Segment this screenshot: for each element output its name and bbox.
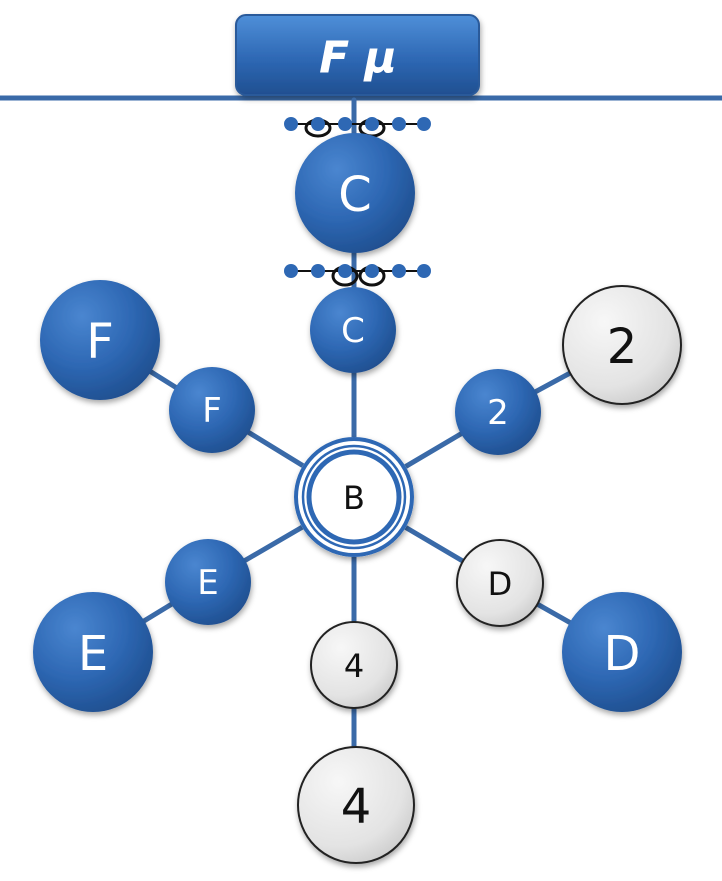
bead-chain-middle: [284, 264, 431, 287]
node-center-b: B: [294, 437, 414, 557]
node-e-big-label: E: [78, 626, 108, 682]
node-c-small-label: C: [341, 311, 365, 351]
title-text: F μ: [319, 33, 397, 84]
node-d-big-label: D: [604, 626, 641, 682]
node-c-big: C: [295, 133, 415, 253]
node-4-small: 4: [310, 621, 398, 709]
node-c-small: C: [310, 287, 396, 373]
node-2-big-label: 2: [607, 319, 638, 375]
node-4-small-label: 4: [344, 647, 364, 685]
node-d-small: D: [456, 539, 544, 627]
node-4-big: 4: [297, 746, 415, 864]
node-d-big: D: [562, 592, 682, 712]
node-center-b-label: B: [343, 479, 365, 517]
node-e-big: E: [33, 592, 153, 712]
bead-chain-top: [284, 117, 431, 138]
node-c-big-label: C: [338, 167, 372, 223]
node-e-small-label: E: [197, 563, 218, 603]
node-2-small: 2: [455, 369, 541, 455]
node-f-big-label: F: [86, 314, 114, 370]
title-box: F μ: [235, 14, 480, 96]
node-2-small-label: 2: [487, 393, 509, 433]
node-f-small: F: [169, 367, 255, 453]
node-f-small-label: F: [202, 391, 222, 431]
node-d-small-label: D: [488, 565, 513, 603]
node-f-big: F: [40, 280, 160, 400]
node-4-big-label: 4: [341, 779, 372, 835]
node-e-small: E: [165, 539, 251, 625]
node-2-big: 2: [562, 285, 682, 405]
